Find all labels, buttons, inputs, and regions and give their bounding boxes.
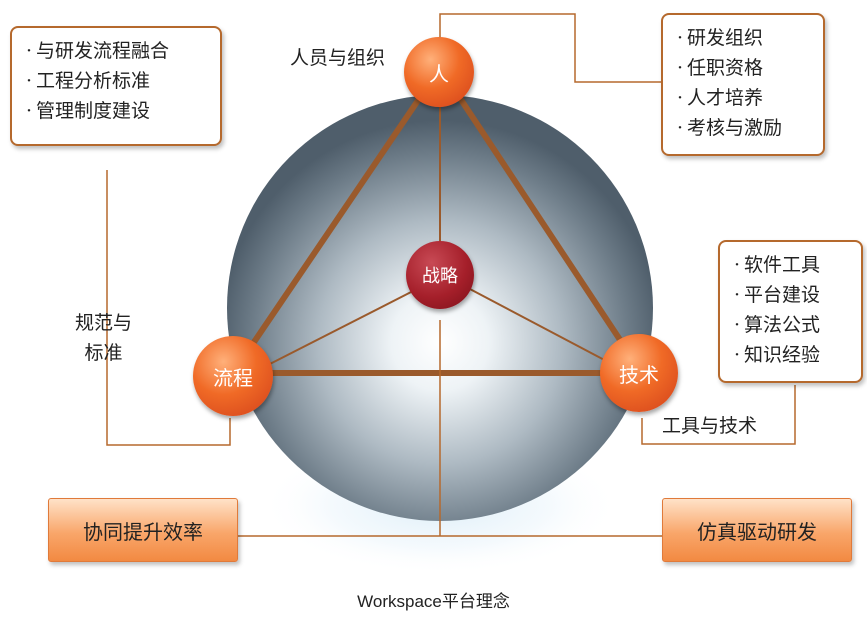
connector-tech-box — [641, 385, 796, 445]
simulation-label: 仿真驱动研发 — [697, 519, 817, 544]
label-people-org: 人员与组织 — [290, 47, 386, 69]
list-item: 与研发流程融合 — [26, 36, 206, 66]
list-item: 软件工具 — [734, 250, 847, 280]
connector-people-box — [439, 13, 662, 83]
caption: Workspace平台理念 — [357, 592, 510, 611]
spoke-technology — [467, 287, 613, 365]
list-item: 平台建设 — [734, 280, 847, 310]
box-process-items: 与研发流程融合 工程分析标准 管理制度建设 — [10, 26, 222, 146]
list-item: 算法公式 — [734, 310, 847, 340]
connector-process-box — [106, 170, 231, 446]
list-item: 管理制度建设 — [26, 96, 206, 126]
node-process-label: 流程 — [213, 365, 253, 390]
collaboration-button[interactable]: 协同提升效率 — [48, 498, 238, 562]
list-item: 任职资格 — [677, 53, 809, 83]
list-item: 人才培养 — [677, 83, 809, 113]
simulation-button[interactable]: 仿真驱动研发 — [662, 498, 852, 562]
list-item: 工程分析标准 — [26, 66, 206, 96]
list-item: 考核与激励 — [677, 113, 809, 143]
process-items-list: 与研发流程融合 工程分析标准 管理制度建设 — [26, 36, 206, 126]
spoke-process — [261, 289, 416, 369]
label-tools-tech: 工具与技术 — [662, 415, 758, 437]
list-item: 知识经验 — [734, 340, 847, 370]
node-technology: 技术 — [600, 334, 678, 412]
people-items-list: 研发组织 任职资格 人才培养 考核与激励 — [677, 23, 809, 143]
node-strategy: 战略 — [406, 241, 474, 309]
label-standards: 规范与 标准 — [75, 312, 133, 364]
node-people: 人 — [404, 37, 474, 107]
node-technology-label: 技术 — [619, 362, 659, 387]
box-people-items: 研发组织 任职资格 人才培养 考核与激励 — [661, 13, 825, 156]
node-people-label: 人 — [429, 61, 449, 86]
list-item: 研发组织 — [677, 23, 809, 53]
triangle — [230, 65, 645, 376]
node-strategy-label: 战略 — [422, 266, 458, 287]
box-tech-items: 软件工具 平台建设 算法公式 知识经验 — [718, 240, 863, 383]
collaboration-label: 协同提升效率 — [83, 519, 203, 544]
tech-items-list: 软件工具 平台建设 算法公式 知识经验 — [734, 250, 847, 370]
node-process: 流程 — [193, 336, 273, 416]
